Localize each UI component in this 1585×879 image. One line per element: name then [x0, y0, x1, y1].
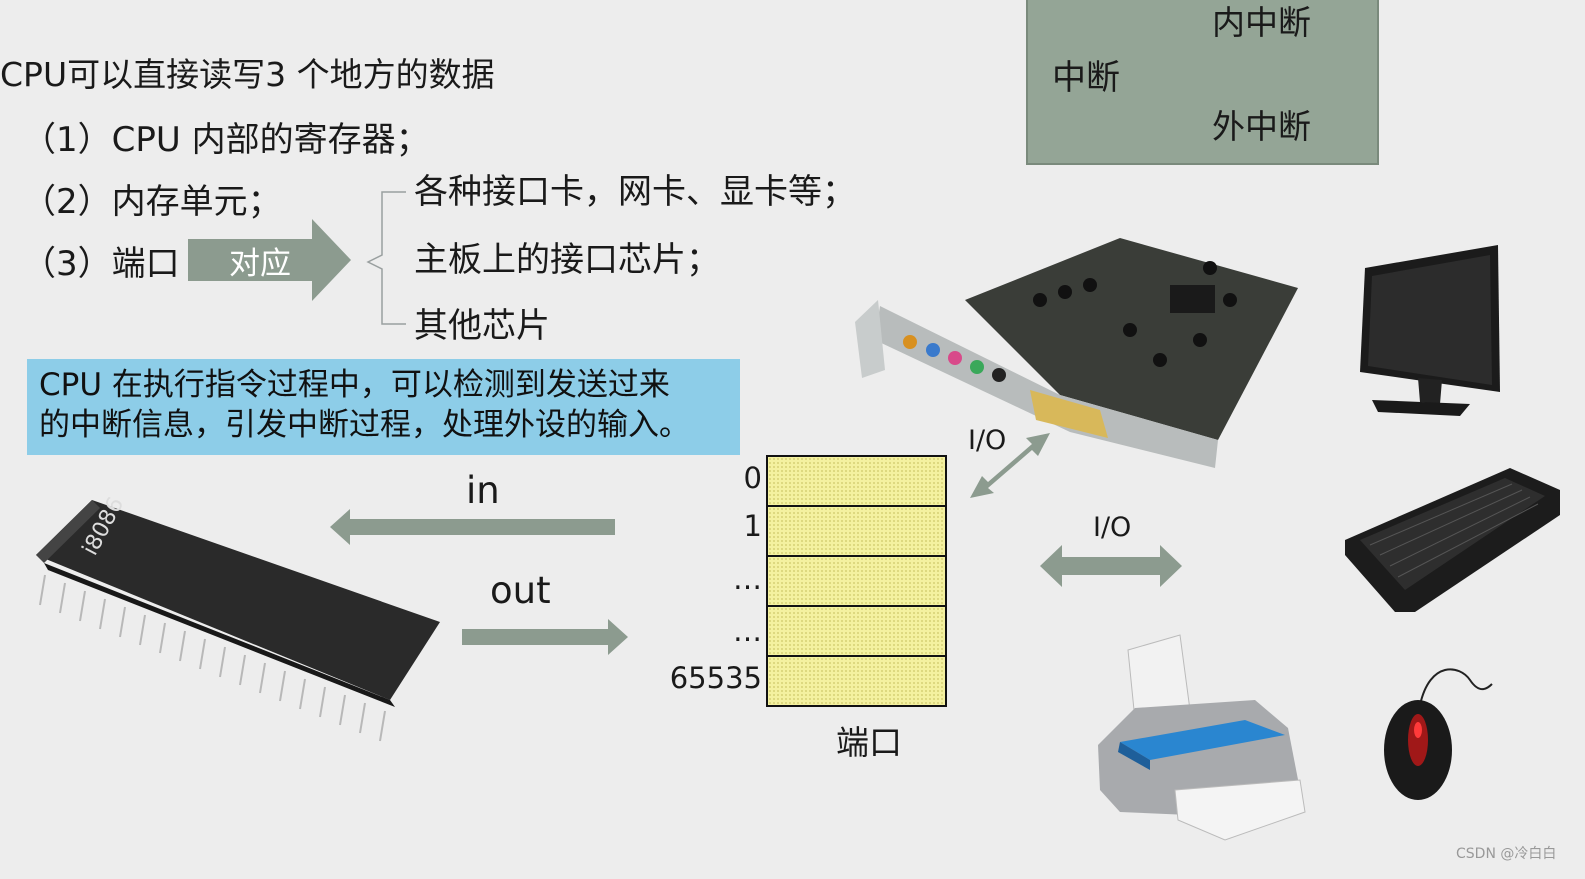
port-cell [768, 557, 945, 607]
option-other-chips: 其他芯片 [414, 306, 550, 346]
io-label-sound-card: I/O [968, 425, 1007, 456]
sound-card-image [855, 238, 1298, 468]
note-line: CPU 在执行指令过程中，可以检测到发送过来 [39, 367, 670, 403]
external-interrupt-label: 外中断 [1212, 107, 1311, 146]
in-arrow [330, 509, 615, 545]
port-table [766, 455, 947, 707]
interrupt-note: CPU 在执行指令过程中，可以检测到发送过来 的中断信息，引发中断过程，处理外设… [27, 359, 740, 455]
list-item-memory: （2）内存单元； [22, 182, 282, 222]
io-label-peripherals: I/O [1093, 512, 1132, 543]
io-arrow-horizontal [1040, 545, 1182, 587]
port-cell [768, 607, 945, 657]
i8086-chip-image [36, 500, 440, 742]
in-label: in [466, 469, 500, 512]
keyboard-image [1345, 468, 1560, 612]
option-motherboard-chips: 主板上的接口芯片； [414, 240, 720, 280]
option-interface-cards: 各种接口卡，网卡、显卡等； [414, 172, 856, 212]
internal-interrupt-label: 内中断 [1212, 3, 1311, 42]
interrupt-box [1026, 0, 1379, 165]
list-item-registers: （1）CPU 内部的寄存器； [22, 120, 430, 160]
port-index: 1 [743, 509, 762, 543]
port-index: 0 [743, 461, 762, 495]
page-title: CPU可以直接读写3 个地方的数据 [0, 55, 495, 94]
out-arrow [462, 619, 628, 655]
note-line: 的中断信息，引发中断过程，处理外设的输入。 [39, 407, 690, 443]
watermark: CSDN @冷白白 [1456, 846, 1557, 862]
port-table-label: 端口 [836, 723, 902, 762]
mouse-image [1384, 668, 1493, 800]
interrupt-root-label: 中断 [1052, 58, 1120, 98]
port-index: … [733, 614, 762, 648]
monitor-image [1360, 245, 1500, 416]
port-cell [768, 457, 945, 507]
port-index: 65535 [669, 661, 762, 695]
io-arrow-diagonal [970, 433, 1050, 498]
port-cell [768, 657, 945, 707]
port-index: … [733, 562, 762, 596]
printer-image [1098, 634, 1306, 841]
correspond-arrow [188, 219, 351, 301]
options-brace [366, 191, 406, 325]
port-cell [768, 507, 945, 557]
correspond-label: 对应 [229, 246, 291, 282]
list-item-ports: （3）端口 [22, 244, 180, 284]
out-label: out [490, 569, 551, 612]
